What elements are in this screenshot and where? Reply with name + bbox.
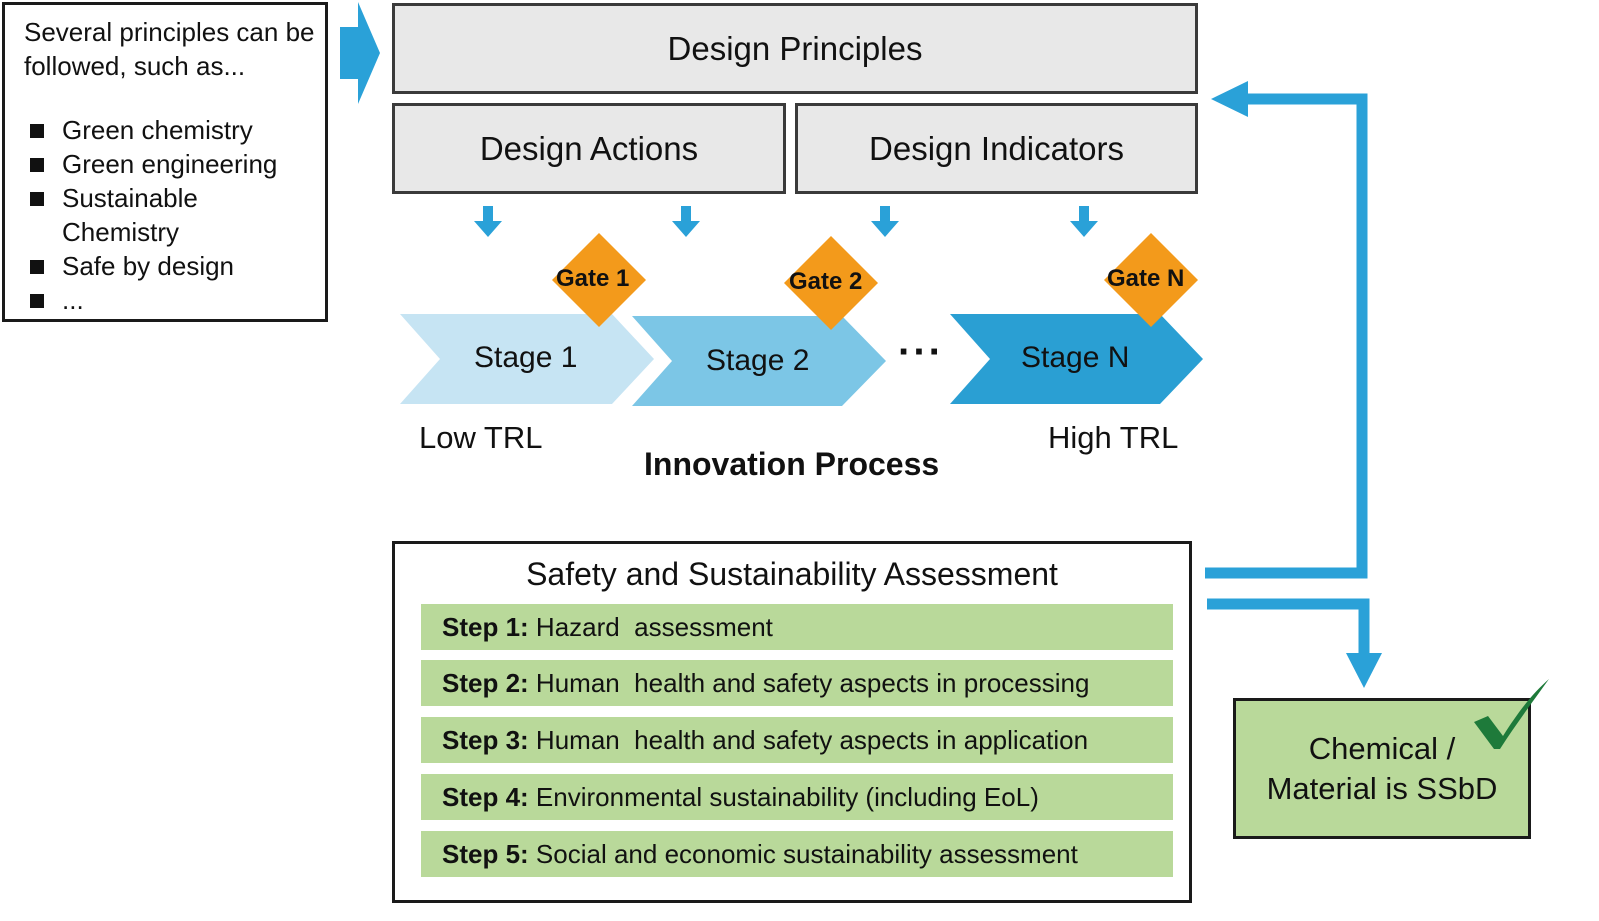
principle-label: ...: [62, 285, 84, 315]
stage-2-chevron: [632, 316, 886, 406]
gate-n-diamond: [1104, 233, 1198, 327]
result-box: Chemical / Material is SSbD: [1233, 698, 1531, 839]
principles-list: Green chemistry Green engineering Sustai…: [24, 113, 325, 317]
result-text: Chemical / Material is SSbD: [1266, 730, 1498, 806]
principle-item: ...: [24, 283, 325, 317]
stage-2-label: Stage 2: [706, 344, 810, 377]
principles-box: Several principles can be followed, such…: [2, 2, 328, 322]
step-text: Social and economic sustainability asses…: [535, 839, 1078, 869]
bullet-square-icon: [30, 294, 44, 308]
bullet-square-icon: [30, 124, 44, 138]
assessment-step: Step 4: Environmental sustainability (in…: [421, 774, 1173, 820]
principle-label: Safe by design: [62, 251, 235, 281]
step-label: Step 4:: [442, 782, 529, 812]
down-arrow-4: [1070, 206, 1098, 237]
step-label: Step 1:: [442, 612, 529, 642]
gate-2-diamond: [784, 236, 878, 330]
design-actions-label: Design Actions: [479, 129, 699, 167]
high-trl-label: High TRL: [1048, 420, 1179, 455]
assessment-step: Step 2: Human health and safety aspects …: [421, 660, 1173, 706]
stage-n-chevron: [950, 314, 1203, 404]
design-indicators-label: Design Indicators: [869, 129, 1124, 167]
step-label: Step 2:: [442, 668, 529, 698]
step-label: Step 5:: [442, 839, 529, 869]
gate-1-diamond: [552, 233, 646, 327]
bullet-square-icon: [30, 192, 44, 206]
principle-item: Sustainable Chemistry: [24, 181, 325, 249]
down-arrow-2: [672, 206, 700, 237]
principle-label: Green engineering: [62, 149, 278, 179]
assessment-step: Step 3: Human health and safety aspects …: [421, 717, 1173, 763]
assessment-step: Step 1: Hazard assessment: [421, 604, 1173, 650]
down-arrow-3: [871, 206, 899, 237]
design-principles-label: Design Principles: [667, 29, 923, 67]
design-actions-box: Design Actions: [392, 103, 786, 194]
step-text: Human health and safety aspects in appli…: [535, 725, 1089, 755]
principle-item: Green chemistry: [24, 113, 325, 147]
bullet-square-icon: [30, 260, 44, 274]
innovation-process-title: Innovation Process: [644, 446, 940, 482]
gate-2-label: Gate 2: [789, 268, 863, 295]
gate-n-label: Gate N: [1107, 265, 1185, 292]
output-arrow: [1207, 598, 1382, 688]
stage-1-chevron: [400, 314, 654, 404]
stages-ellipsis: ···: [898, 330, 944, 374]
assessment-box: Safety and Sustainability Assessment Ste…: [392, 541, 1192, 903]
step-text: Hazard assessment: [535, 612, 773, 642]
principle-label: Sustainable Chemistry: [62, 183, 198, 247]
low-trl-label: Low TRL: [419, 420, 543, 455]
step-text: Environmental sustainability (including …: [535, 782, 1039, 812]
assessment-title: Safety and Sustainability Assessment: [526, 556, 1058, 592]
bullet-square-icon: [30, 158, 44, 172]
principles-intro: Several principles can be followed, such…: [24, 17, 315, 81]
down-arrows: [474, 206, 1098, 237]
design-principles-box: Design Principles: [392, 3, 1198, 94]
principle-label: Green chemistry: [62, 115, 253, 145]
step-label: Step 3:: [442, 725, 529, 755]
down-arrow-1: [474, 206, 502, 237]
assessment-step: Step 5: Social and economic sustainabili…: [421, 831, 1173, 877]
stage-1-label: Stage 1: [474, 341, 578, 374]
principle-item: Green engineering: [24, 147, 325, 181]
feedback-arrow: [1205, 81, 1368, 579]
principles-arrow: [340, 2, 380, 104]
design-indicators-box: Design Indicators: [795, 103, 1198, 194]
principle-item: Safe by design: [24, 249, 325, 283]
stage-n-label: Stage N: [1021, 341, 1130, 374]
gate-1-label: Gate 1: [556, 265, 630, 292]
step-text: Human health and safety aspects in proce…: [535, 668, 1090, 698]
